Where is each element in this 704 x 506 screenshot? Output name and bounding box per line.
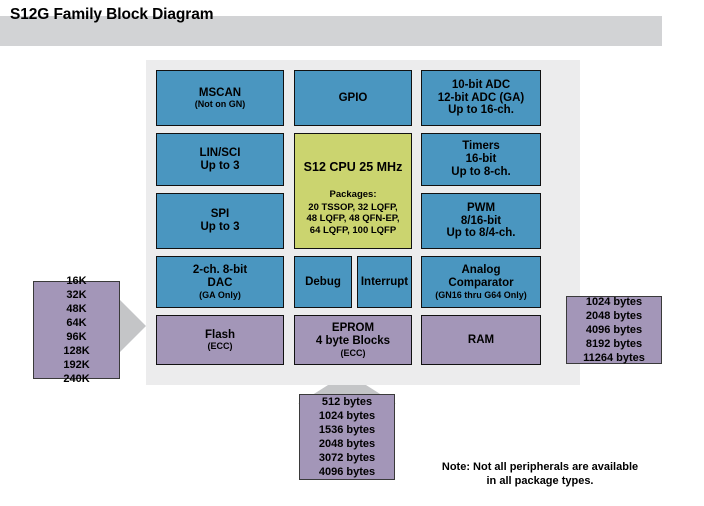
block-gpio[interactable]: GPIO [294,70,412,126]
block-mscan[interactable]: MSCAN (Not on GN) [156,70,284,126]
eprom-size-value: 4096 bytes [318,466,376,479]
page-title: S12G Family Block Diagram [10,6,214,23]
callout-flash-sizes: 16K 32K 48K 64K 96K 128K 192K 240K [33,275,120,385]
callout-eprom-sizes: 512 bytes 1024 bytes 1536 bytes 2048 byt… [299,394,395,480]
eprom-size-value: 2048 bytes [318,438,376,450]
block-pwm-line1: PWM [466,201,496,214]
block-mscan-line1: MSCAN [198,86,242,99]
block-lin-sci[interactable]: LIN/SCI Up to 3 [156,133,284,186]
block-s12-cpu[interactable]: S12 CPU 25 MHz Packages: 20 TSSOP, 32 LQ… [294,133,412,249]
block-analog-comparator-line1: Analog [461,264,501,277]
block-adc-line2: 12-bit ADC (GA) [437,91,525,104]
block-ram-line1: RAM [467,333,495,346]
eprom-size-value: 1536 bytes [318,423,376,436]
eprom-size-value: 512 bytes [321,395,373,408]
block-timers-line3: Up to 8-ch. [451,165,511,178]
eprom-size-value: 3072 bytes [318,452,376,465]
block-analog-comparator[interactable]: Analog Comparator (GN16 thru G64 Only) [421,256,541,308]
block-flash[interactable]: Flash (ECC) [156,315,284,365]
block-eprom[interactable]: EPROM 4 byte Blocks (ECC) [294,315,412,365]
cpu-package-line: 64 LQFP, 100 LQFP [309,224,397,236]
block-interrupt[interactable]: Interrupt [357,256,412,308]
ram-size-value: 4096 bytes [585,323,643,336]
block-mscan-line2: (Not on GN) [194,99,246,110]
block-spi-line1: SPI [210,208,230,221]
block-spi[interactable]: SPI Up to 3 [156,193,284,249]
block-dac-line2: DAC [207,276,233,289]
flash-size-value: 64K [66,316,87,329]
block-diagram-container: MSCAN (Not on GN) GPIO 10-bit ADC 12-bit… [146,60,580,385]
block-timers-line1: Timers [462,140,500,153]
block-pwm[interactable]: PWM 8/16-bit Up to 8/4-ch. [421,193,541,249]
block-adc-line1: 10-bit ADC [451,78,511,91]
block-flash-line1: Flash [204,328,236,341]
block-eprom-line3: (ECC) [340,347,366,358]
eprom-size-value: 1024 bytes [318,409,376,422]
block-ram[interactable]: RAM [421,315,541,365]
ram-size-value: 2048 bytes [585,309,643,322]
block-eprom-line2: 4 byte Blocks [315,334,391,347]
block-lin-sci-line2: Up to 3 [200,159,240,172]
flash-size-value: 96K [66,331,87,343]
flash-size-value: 192K [63,359,90,372]
block-dac-line1: 2-ch. 8-bit [192,264,248,277]
block-adc-line3: Up to 16-ch. [448,104,514,117]
cpu-title: S12 CPU 25 MHz [303,160,403,174]
flash-size-value: 128K [63,345,90,358]
block-pwm-line3: Up to 8/4-ch. [446,227,516,240]
block-debug-line1: Debug [305,275,341,288]
block-debug[interactable]: Debug [294,256,352,308]
block-timers-line2: 16-bit [465,153,497,166]
ram-size-value: 1024 bytes [585,295,643,308]
footnote-line2: in all package types. [486,475,594,488]
header-bar [0,16,662,46]
block-dac[interactable]: 2-ch. 8-bit DAC (GA Only) [156,256,284,308]
callout-ram-sizes: 1024 bytes 2048 bytes 4096 bytes 8192 by… [566,296,662,364]
block-flash-line2: (ECC) [207,341,233,352]
flash-size-value: 32K [66,288,87,301]
ram-size-value: 8192 bytes [585,338,643,351]
block-spi-line2: Up to 3 [200,221,240,233]
ram-size-value: 11264 bytes [583,352,645,365]
footnote-line1: Note: Not all peripherals are available [441,461,639,473]
block-adc[interactable]: 10-bit ADC 12-bit ADC (GA) Up to 16-ch. [421,70,541,126]
cpu-package-line: 20 TSSOP, 32 LQFP, [308,201,398,213]
block-eprom-line1: EPROM [331,322,375,335]
cpu-package-line: 48 LQFP, 48 QFN-EP, [306,213,400,225]
block-pwm-line2: 8/16-bit [460,214,502,227]
footnote: Note: Not all peripherals are available … [404,460,676,489]
block-dac-line3: (GA Only) [199,289,241,300]
flash-size-value: 240K [63,373,90,386]
block-interrupt-line1: Interrupt [360,275,409,288]
block-analog-comparator-line2: Comparator [448,276,514,289]
block-timers[interactable]: Timers 16-bit Up to 8-ch. [421,133,541,186]
block-gpio-line1: GPIO [338,91,368,104]
block-analog-comparator-line3: (GN16 thru G64 Only) [435,289,527,300]
cpu-packages-label: Packages: [329,189,377,200]
flash-size-value: 16K [66,274,87,287]
block-lin-sci-line1: LIN/SCI [199,146,241,159]
flash-size-value: 48K [66,302,87,315]
